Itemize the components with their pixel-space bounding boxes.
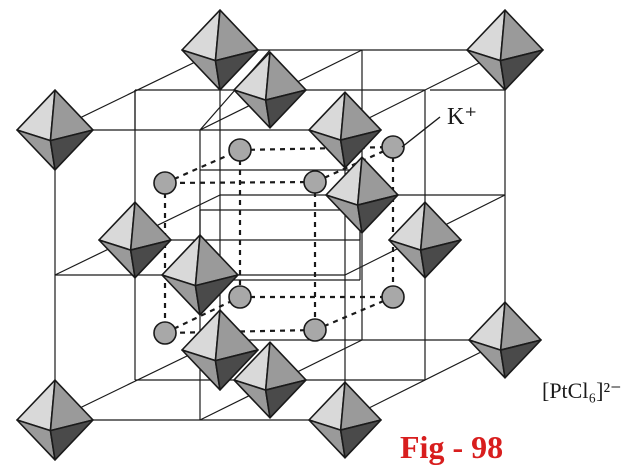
- k-ion-bond-line: [164, 148, 241, 185]
- ptcl6-octahedron: [181, 309, 259, 391]
- k-ion-sphere: [153, 171, 177, 195]
- k-ion-label: K⁺: [447, 104, 477, 130]
- k-ion-sphere: [228, 285, 252, 309]
- k-ion-sphere: [228, 138, 252, 162]
- k-ion-sphere: [381, 135, 405, 159]
- octahedron-face: [214, 49, 259, 91]
- octahedron-face: [339, 129, 382, 169]
- ptcl6-octahedron: [466, 9, 544, 91]
- k-ion-bond-line: [314, 295, 394, 332]
- octahedron-face: [129, 239, 172, 279]
- ptcl6-octahedron: [161, 234, 239, 316]
- octahedron-face: [49, 419, 94, 461]
- octahedron-face: [499, 49, 544, 91]
- ptcl6-octahedron: [468, 301, 542, 379]
- k-ion-bond-line: [239, 145, 394, 152]
- octahedron-face: [339, 419, 382, 459]
- ptcl6-octahedron: [233, 341, 307, 419]
- ptcl6-octahedron: [308, 381, 382, 459]
- k-ion-sphere: [153, 321, 177, 345]
- k-ion-sphere: [381, 285, 405, 309]
- octahedron-face: [214, 349, 259, 391]
- complex-ion-label: [PtCl₆]²⁻: [542, 378, 622, 403]
- ptcl6-octahedron: [325, 156, 399, 234]
- ptcl6-octahedron: [308, 91, 382, 169]
- ptcl6-octahedron: [388, 201, 462, 279]
- octahedron-face: [49, 129, 94, 171]
- k-ion-sphere: [303, 170, 327, 194]
- octahedron-face: [194, 274, 239, 316]
- octahedron-face: [356, 194, 399, 234]
- k-ion-sphere: [303, 318, 327, 342]
- ptcl6-octahedron: [98, 201, 172, 279]
- octahedron-face: [264, 379, 307, 419]
- k-ion-pointer-line: [401, 116, 441, 148]
- k-ion-bond-line: [164, 296, 241, 334]
- potassium-ions: [153, 135, 405, 345]
- figure-label: Fig - 98: [400, 429, 503, 465]
- octahedron-face: [264, 89, 307, 129]
- inner-cube-dashed-lines: [163, 145, 395, 335]
- ptcl6-octahedron: [181, 9, 259, 91]
- octahedron-face: [419, 239, 462, 279]
- ptcl6-octahedron: [16, 379, 94, 461]
- octahedron-face: [499, 339, 542, 379]
- ptcl6-octahedron: [233, 51, 307, 129]
- ptcl6-octahedra: [16, 9, 544, 461]
- ptcl6-octahedron: [16, 89, 94, 171]
